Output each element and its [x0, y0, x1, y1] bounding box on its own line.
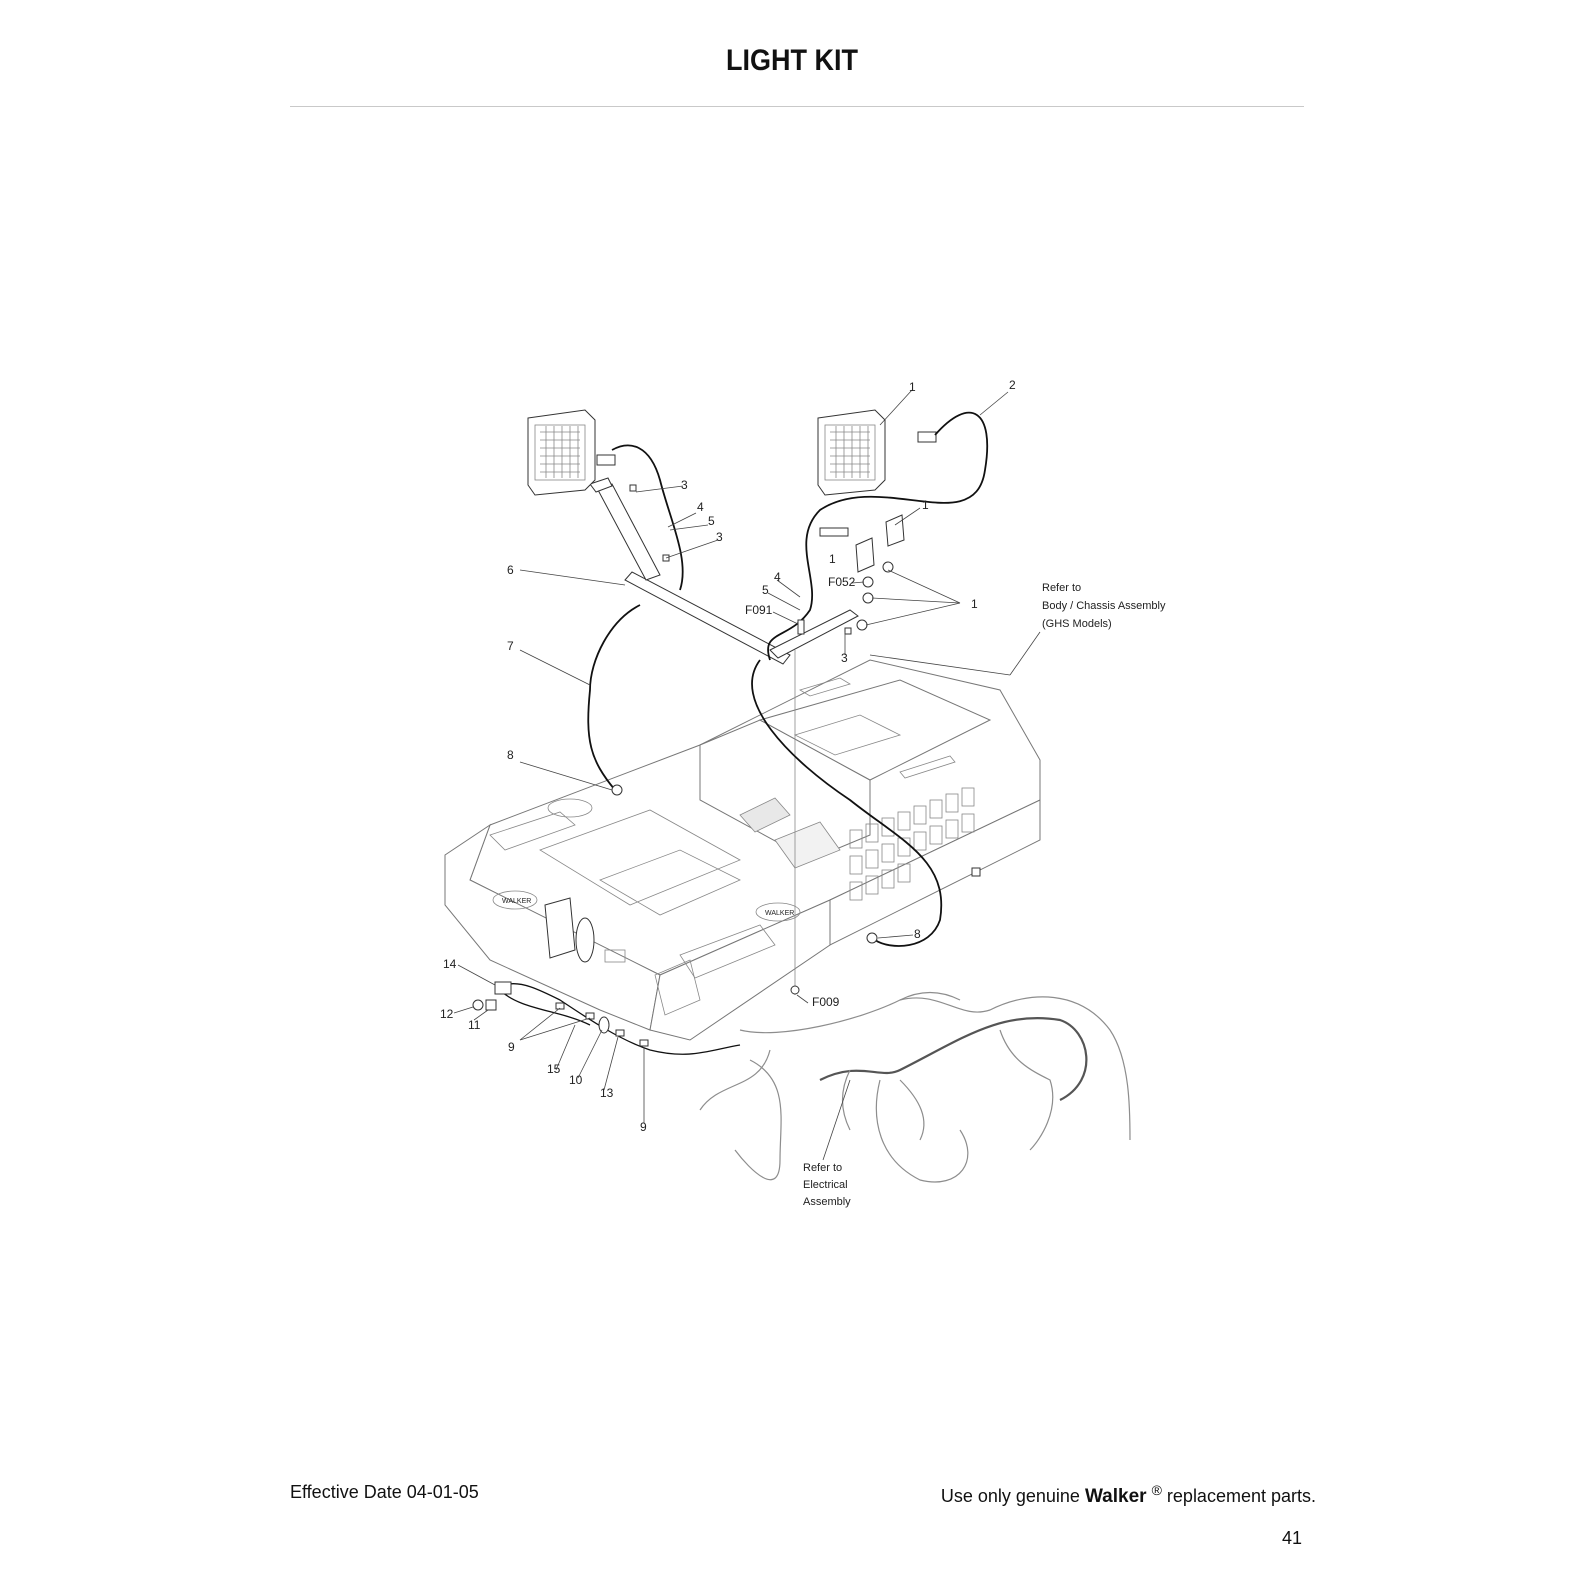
callout-1: 1 [909, 380, 916, 394]
switch-14 [494, 981, 512, 995]
callout-4: 4 [697, 500, 704, 514]
decal-brand-right: WALKER [765, 910, 794, 917]
callout-F052: F052 [828, 575, 856, 589]
callout-13: 13 [600, 1086, 614, 1100]
walker-logo-left [492, 890, 538, 910]
footer-notice-suffix: replacement parts. [1166, 1486, 1316, 1506]
grommet-8-right [866, 932, 878, 944]
note-line-3: Assembly [803, 1196, 851, 1208]
footer-notice-prefix: Use only genuine [940, 1486, 1080, 1506]
electrical-harness [699, 991, 1131, 1183]
callout-1: 1 [829, 552, 836, 566]
footer-notice: Use only genuine Walker ® replacement pa… [941, 1482, 1316, 1508]
walker-logo-top [547, 798, 593, 818]
callout-8: 8 [507, 748, 514, 762]
registered-mark: ® [1151, 1482, 1162, 1498]
body-chassis-reference-note: Refer to Body / Chassis Assembly (GHS Mo… [1042, 582, 1166, 630]
callout-5: 5 [708, 514, 715, 528]
callout-11: 11 [468, 1018, 481, 1032]
cable-harness-long [751, 659, 943, 947]
nut-11 [485, 999, 497, 1011]
cable-right-light [767, 412, 989, 661]
cable-harness-7 [587, 604, 641, 791]
callout-1: 1 [922, 498, 929, 512]
callout-4: 4 [774, 570, 781, 584]
page-title: LIGHT KIT [726, 44, 858, 77]
walker-logo-right [755, 902, 801, 922]
callout-5: 5 [762, 583, 769, 597]
callout-3: 3 [841, 651, 848, 665]
grommet-8-left [611, 784, 623, 796]
callout-10: 10 [569, 1073, 583, 1087]
callout-3: 3 [716, 530, 723, 544]
hardware [629, 484, 905, 635]
callout-9: 9 [640, 1120, 647, 1134]
callout-F091: F091 [745, 603, 773, 617]
light-bracket [589, 477, 859, 995]
note-line-3: (GHS Models) [1042, 618, 1112, 630]
callout-3: 3 [681, 478, 688, 492]
effective-date: Effective Date 04-01-05 [290, 1482, 479, 1502]
footer-brand: Walker [1084, 1486, 1147, 1507]
note-line-1: Refer to [1042, 582, 1081, 594]
callout-12: 12 [440, 1007, 454, 1021]
callout-F009: F009 [812, 995, 840, 1009]
decal-brand-left: WALKER [502, 898, 531, 905]
title-divider [290, 106, 1304, 107]
callout-2: 2 [1009, 378, 1016, 392]
right-work-light [817, 409, 937, 496]
mower-body: WALKER WALKER [444, 659, 1041, 1041]
callout-15: 15 [547, 1062, 561, 1076]
leader-lines [453, 389, 1041, 1161]
callout-labels: 1 2 3 4 5 3 1 1 6 4 5 F052 1 F091 3 7 8 … [440, 378, 1016, 1134]
callout-8: 8 [914, 927, 921, 941]
left-work-light [527, 409, 684, 591]
callout-1: 1 [971, 597, 978, 611]
note-line-1: Refer to [803, 1162, 842, 1174]
side-vent-grille [849, 787, 975, 901]
note-line-2: Body / Chassis Assembly [1042, 600, 1166, 612]
electrical-reference-note: Refer to Electrical Assembly [803, 1162, 851, 1208]
note-line-2: Electrical [803, 1179, 848, 1191]
callout-14: 14 [443, 957, 457, 971]
callout-6: 6 [507, 563, 514, 577]
page-number: 41 [1282, 1528, 1303, 1548]
knob-12 [472, 999, 484, 1011]
callout-7: 7 [507, 639, 514, 653]
callout-9: 9 [508, 1040, 515, 1054]
